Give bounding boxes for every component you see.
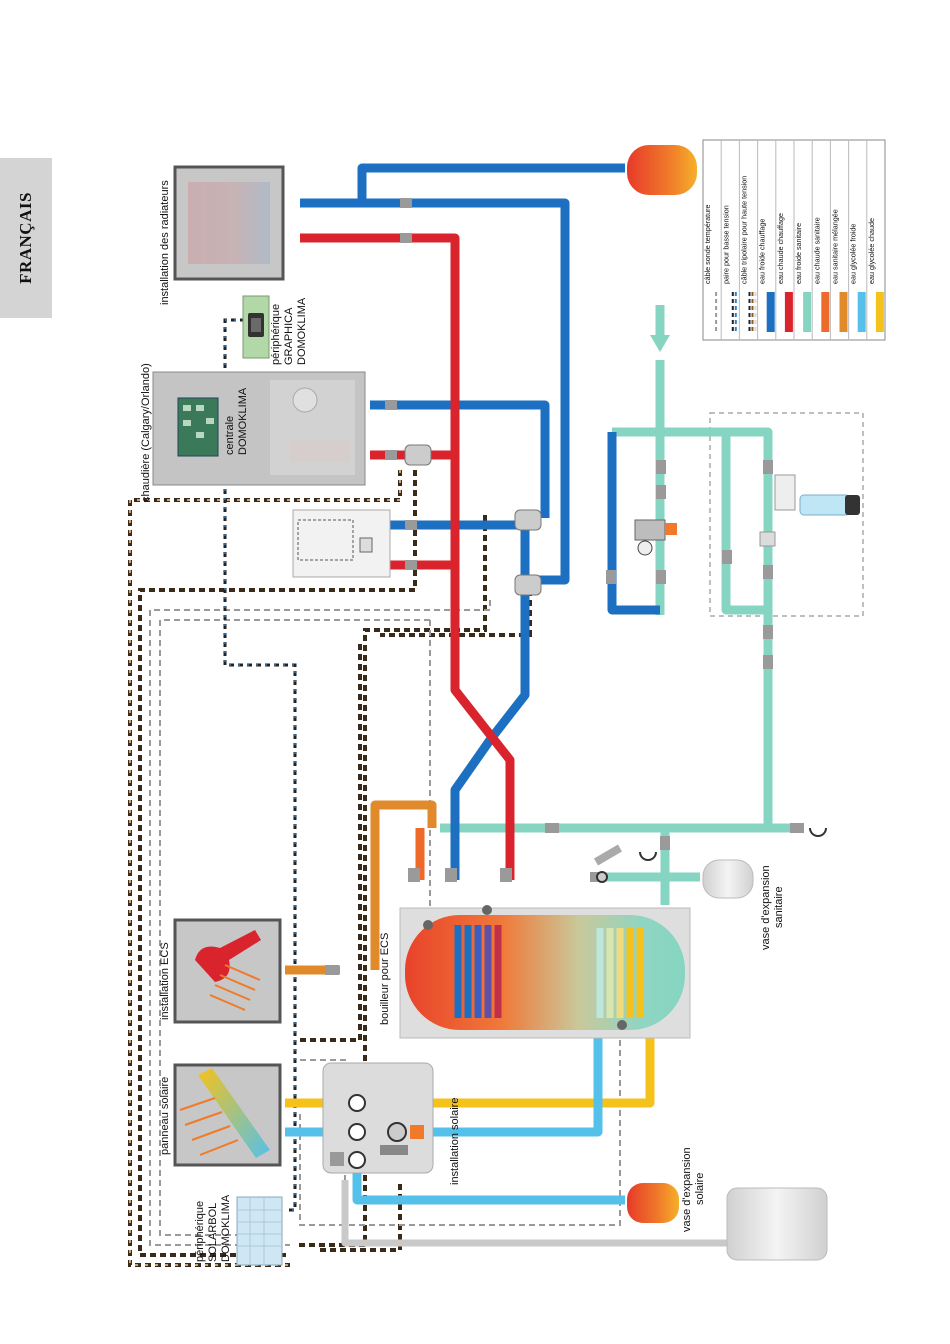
label-solar-install: installation solaire (449, 1098, 461, 1185)
label-ecs-tank: bouilleur pour ECS (379, 933, 391, 1025)
label-solarbol-line3: DOMOKLIMA (220, 1194, 232, 1262)
water-softener (759, 474, 860, 547)
legend-label: eau sanitaire mélangée (831, 209, 840, 284)
legend-label: câble tripolaire pour haute tension (740, 176, 749, 284)
graphica-device (242, 295, 270, 359)
label-vase-sanitary: vase d'expansion sanitaire (760, 865, 785, 950)
legend-label: eau glycolée chaude (867, 218, 876, 284)
legend-label: eau froide chauffage (758, 219, 767, 284)
legend-label: eau froide sanitaire (794, 223, 803, 284)
sanitary-expansion-vessel (702, 859, 754, 899)
solarbol-device (236, 1196, 283, 1266)
label-boiler: chaudière (Calgary/Orlando) (140, 363, 152, 502)
label-solarbol-line2: SOLARBOL (207, 1203, 219, 1262)
hydraulic-module (292, 509, 391, 578)
pressure-reducer (634, 519, 677, 556)
solar-expansion-vessel (627, 1183, 679, 1223)
label-graphica-line2: GRAPHICA (283, 307, 295, 365)
label-solarbol-line1: périphérique (194, 1201, 206, 1262)
cables (128, 318, 621, 1267)
taps (596, 827, 827, 883)
softener-frame (709, 412, 864, 617)
label-centrale-line2: DOMOKLIMA (237, 387, 249, 455)
ecs-install-box (173, 918, 282, 1024)
label-vase-sanitary-line1: vase d'expansion (760, 865, 772, 950)
legend-label: eau glycolée froide (849, 224, 858, 284)
legend-label: eau chaude chauffage (776, 213, 785, 284)
label-vase-sanitary-line2: sanitaire (773, 886, 785, 928)
label-ecs-install: installation ECS (159, 942, 171, 1020)
solar-panel-box (173, 1063, 282, 1167)
inlet-arrow-icon (650, 335, 670, 352)
language-tab: FRANÇAIS (0, 158, 52, 318)
label-vase-solar: vase d'expansion solaire (681, 1147, 706, 1232)
collection-tank (726, 1187, 828, 1261)
label-graphica: périphérique GRAPHICA DOMOKLIMA (270, 297, 308, 365)
label-solarbol: périphérique SOLARBOL DOMOKLIMA (194, 1194, 232, 1262)
legend: câble sonde température paire pour basse … (702, 139, 886, 341)
radiator-box (173, 165, 285, 281)
legend-label: câble sonde température (703, 204, 712, 284)
label-vase-solar-line1: vase d'expansion (681, 1147, 693, 1232)
legend-label: paire pour basse tension (721, 205, 730, 284)
label-solar-panel: panneau solaire (159, 1077, 171, 1155)
label-centrale: centrale DOMOKLIMA (224, 387, 249, 455)
heating-expansion-vessel (627, 145, 697, 195)
solar-station (322, 1062, 434, 1174)
label-centrale-line1: centrale (224, 416, 236, 455)
label-radiators: installation des radiateurs (159, 180, 171, 305)
label-graphica-line3: DOMOKLIMA (296, 297, 308, 365)
dhw-tank (399, 905, 691, 1039)
mixer-valve (593, 844, 623, 866)
legend-label: eau chaude sanitaire (812, 217, 821, 284)
pipes (285, 163, 800, 1247)
label-vase-solar-line2: solaire (694, 1173, 706, 1205)
valves (325, 198, 804, 975)
boiler-box (152, 371, 366, 486)
label-graphica-line1: périphérique (270, 304, 282, 365)
